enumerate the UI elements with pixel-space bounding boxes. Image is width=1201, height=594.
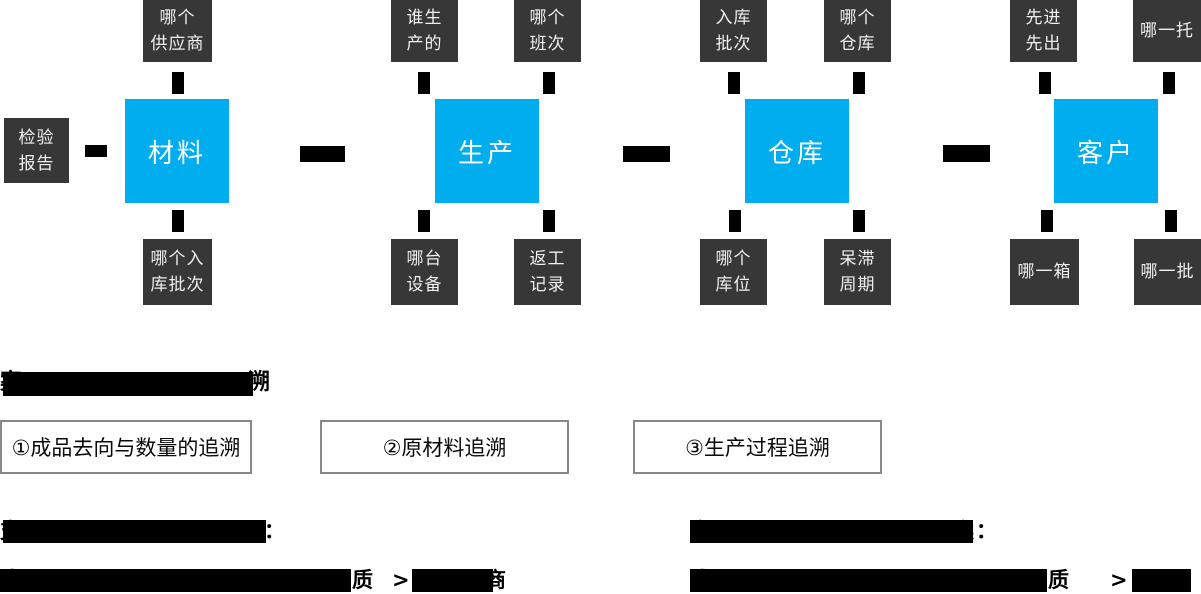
redaction-bar <box>1132 569 1191 592</box>
attribute-line: 哪个 <box>159 8 196 28</box>
attribute-line: 呆滞 <box>839 249 876 269</box>
attribute-line: 仓库 <box>839 34 876 54</box>
connector-bar <box>729 210 741 232</box>
connector-bar <box>1041 210 1053 232</box>
which-batch-box: 哪一批 <box>1134 239 1201 305</box>
attribute-line: 先进 <box>1025 8 1062 28</box>
attribute-line: 哪个 <box>715 249 752 269</box>
attribute-line: 批次 <box>715 34 752 54</box>
which-warehouse-box: 哪个 仓库 <box>824 0 891 62</box>
which-equipment-box: 哪台 设备 <box>391 239 458 305</box>
connector-dash <box>623 146 670 162</box>
which-supplier-box: 哪个 供应商 <box>143 0 212 62</box>
note-left-chain-mid: 质 <box>352 568 373 592</box>
attribute-line: 哪个 <box>839 8 876 28</box>
trace-option-label: ②原材料追溯 <box>382 436 507 460</box>
trace-option-label: ③生产过程追溯 <box>685 436 830 460</box>
inspection-report-box: 检验 报告 <box>4 118 69 183</box>
note-right-chain-mid: 质 <box>1048 568 1069 592</box>
attribute-line: 哪个入 <box>150 249 205 269</box>
rework-record-box: 返工 记录 <box>514 239 581 305</box>
who-produced-box: 谁生 产的 <box>391 0 458 62</box>
note-left-chain-arrow: > <box>392 568 410 592</box>
attribute-line: 库批次 <box>150 275 205 295</box>
node-warehouse: 仓库 <box>745 99 849 203</box>
connector-bar <box>853 72 865 94</box>
attribute-line: 哪一批 <box>1140 262 1195 282</box>
attribute-line: 周期 <box>839 275 876 295</box>
node-label: 材料 <box>147 138 206 169</box>
node-label: 仓库 <box>767 138 826 169</box>
inbound-batch-box: 入库 批次 <box>700 0 767 62</box>
attribute-line: 返工 <box>529 249 566 269</box>
connector-bar <box>853 210 865 232</box>
attribute-line: 哪个 <box>529 8 566 28</box>
connector-bar <box>543 210 555 232</box>
trace-option-1: ①成品去向与数量的追溯 <box>0 420 252 474</box>
attribute-line: 库位 <box>715 275 752 295</box>
redaction-bar <box>3 520 266 543</box>
attribute-line: 设备 <box>406 275 443 295</box>
note-left-heading-colon: ： <box>264 519 285 543</box>
attribute-line: 哪台 <box>406 249 443 269</box>
connector-bar <box>1165 210 1177 232</box>
connector-bar <box>418 72 430 94</box>
attribute-line: 班次 <box>529 34 566 54</box>
node-label: 生产 <box>457 138 516 169</box>
redaction-bar <box>3 372 253 396</box>
connector-dash <box>85 145 107 157</box>
attribute-line: 记录 <box>529 275 566 295</box>
connector-bar <box>1163 72 1175 94</box>
attribute-line: 入库 <box>715 8 752 28</box>
node-customer: 客户 <box>1054 99 1158 203</box>
section-title-visible-end: 溯 <box>248 370 271 395</box>
redaction-bar <box>690 569 1047 592</box>
attribute-line: 产的 <box>406 34 443 54</box>
connector-bar <box>543 72 555 94</box>
connector-bar <box>172 210 184 232</box>
attribute-line: 哪一箱 <box>1017 262 1072 282</box>
which-inbound-batch-box: 哪个入 库批次 <box>143 239 212 305</box>
connector-dash <box>300 146 345 162</box>
trace-option-2: ②原材料追溯 <box>320 420 569 474</box>
which-storage-location-box: 哪个 库位 <box>700 239 767 305</box>
connector-bar <box>1039 72 1051 94</box>
connector-bar <box>728 72 740 94</box>
node-material: 材料 <box>125 99 229 203</box>
which-shift-box: 哪个 班次 <box>514 0 581 62</box>
redaction-bar <box>0 569 351 592</box>
node-production: 生产 <box>435 99 539 203</box>
stagnation-cycle-box: 呆滞 周期 <box>824 239 891 305</box>
which-case-box: 哪一箱 <box>1010 239 1079 305</box>
attribute-line: 供应商 <box>150 34 205 54</box>
trace-option-3: ③生产过程追溯 <box>633 420 882 474</box>
connector-bar <box>172 72 184 94</box>
attribute-line: 报告 <box>18 153 55 174</box>
attribute-line: 先出 <box>1025 34 1062 54</box>
note-right-chain-arrow: > <box>1110 568 1128 592</box>
redaction-bar <box>690 520 973 543</box>
node-label: 客户 <box>1076 138 1135 169</box>
attribute-line: 哪一托 <box>1140 21 1194 41</box>
trace-option-label: ①成品去向与数量的追溯 <box>11 436 241 460</box>
connector-dash <box>943 145 990 162</box>
which-pallet-box: 哪一托 <box>1133 0 1201 62</box>
attribute-line: 谁生 <box>406 8 443 28</box>
redaction-bar <box>412 569 493 592</box>
attribute-line: 检验 <box>18 127 55 148</box>
note-right-heading-colon: ： <box>976 519 997 543</box>
fifo-box: 先进 先出 <box>1010 0 1077 62</box>
connector-bar <box>418 210 430 232</box>
